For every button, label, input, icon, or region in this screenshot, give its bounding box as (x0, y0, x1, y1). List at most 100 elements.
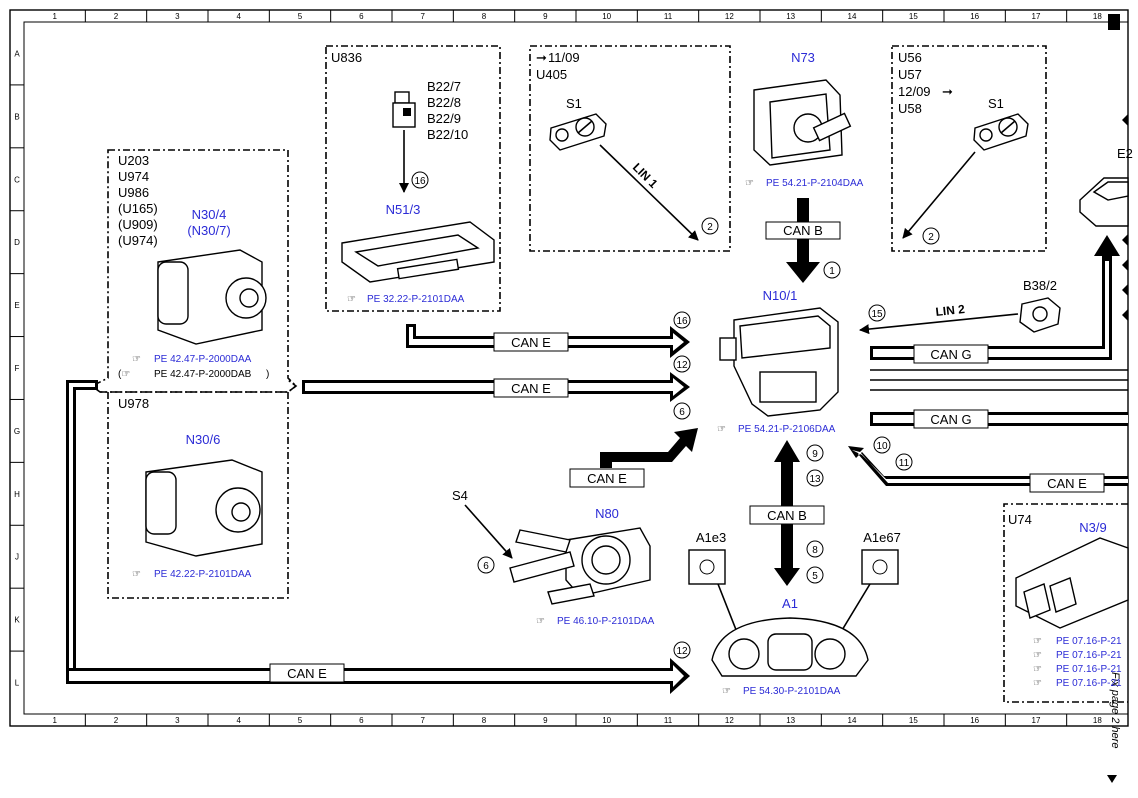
ref-n80: PE 46.10-P-2101DAA (557, 616, 655, 627)
connection-number: 6 (483, 561, 489, 572)
grid-labels: 1122334455667788991010111112121313141415… (14, 12, 1102, 725)
connection-number: 12 (676, 646, 688, 657)
grid-col-label: 4 (236, 716, 241, 725)
rain-light-sensor-icon (1019, 297, 1061, 333)
lamp-a1e67-icon (861, 549, 899, 585)
ref-n10-1: PE 54.21-P-2106DAA (738, 424, 836, 435)
connection-number: 15 (871, 309, 883, 320)
bus-can-e-bottom: CAN E 12 (66, 380, 691, 694)
ignition-lock-n73-icon (753, 79, 852, 166)
box-abs-label: U986 (118, 185, 149, 200)
connection-number: 2 (928, 232, 934, 243)
grid-col-label: 11 (664, 12, 673, 21)
box-u56-label: U58 (898, 101, 922, 116)
bus-can-e-lower: CAN E 6 (569, 402, 698, 488)
ref-icon: ☞ (722, 686, 731, 697)
bus-can-b-n73: CAN B (783, 223, 823, 238)
ref-n73: PE 54.21-P-2104DAA (766, 178, 864, 189)
grid-col-label: 10 (602, 716, 611, 725)
box-u56-label: U56 (898, 50, 922, 65)
grid-row-label: K (14, 616, 20, 625)
bus-can-e-mid: CAN E 12 (302, 355, 691, 402)
grid-col-label: 16 (970, 12, 979, 21)
grid-col-label: 8 (482, 716, 487, 725)
ignition-switch-icon (973, 113, 1029, 151)
a1-label: A1 (782, 596, 798, 611)
component-b38-2: B38/2 LIN 2 15 (859, 278, 1061, 335)
ref-abs-upper-alt: PE 42.47-P-2000DAB (154, 369, 252, 380)
grid-row-label: A (14, 49, 20, 58)
box-u836: U836 B22/7 B22/8 B22/9 B22/10 16 N51/3 ☞… (325, 45, 501, 312)
grid-col-label: 17 (1032, 716, 1041, 725)
grid-col-label: 4 (236, 12, 241, 21)
ref-icon: ☞ (717, 424, 726, 435)
connector-label: B22/10 (427, 127, 468, 142)
n80-label: N80 (595, 506, 619, 521)
side-note-arrow-icon (1107, 775, 1117, 783)
grid-col-label: 13 (786, 12, 795, 21)
ref-icon: ☞ (132, 354, 141, 365)
box-abs-upper: U203 U974 U986 (U165) (U909) (U974) N30/… (90, 149, 298, 393)
bus-can-e-right: CAN E 10 11 (848, 436, 1128, 493)
grid-col-label: 5 (298, 716, 303, 725)
ref-close-paren: ) (266, 369, 269, 380)
bus-can-g-label: CAN G (930, 347, 971, 362)
connection-number: 2 (707, 222, 713, 233)
connection-number: 16 (676, 316, 688, 327)
side-note: Fix page 2 here (1109, 672, 1121, 748)
grid-col-label: 7 (420, 12, 425, 21)
grid-col-label: 7 (420, 716, 425, 725)
ref-icon: ☞ (1033, 636, 1042, 647)
ref-u74: PE 07.16-P-21 (1056, 636, 1122, 647)
box-abs-lower-label: U978 (118, 396, 149, 411)
grid-col-label: 2 (114, 716, 119, 725)
b38-2-label: B38/2 (1023, 278, 1057, 293)
box-u836-label: U836 (331, 50, 362, 65)
steering-column-module-n80-icon (509, 527, 651, 605)
ref-a1: PE 54.30-P-2101DAA (743, 686, 841, 697)
grid-col-label: 16 (970, 716, 979, 725)
grid-col-label: 15 (909, 716, 918, 725)
grid-col-label: 13 (786, 716, 795, 725)
bus-can-b-cluster: CAN B 9 13 8 5 (749, 440, 825, 586)
control-unit-n51-3-icon (341, 221, 495, 283)
abs-unit-n30-4-icon (157, 249, 267, 345)
ref-u74: PE 07.16-P-21 (1056, 678, 1122, 689)
grid-col-label: 12 (725, 716, 734, 725)
sam-module-n10-1-icon (719, 307, 839, 417)
box-abs-label: (U909) (118, 217, 158, 232)
connection-number: 16 (414, 176, 426, 187)
grid-col-label: 18 (1093, 716, 1102, 725)
grid-col-label: 1 (52, 716, 57, 725)
grid-col-label: 17 (1032, 12, 1041, 21)
module-n3-9-label: N3/9 (1079, 520, 1106, 535)
ref-icon: ☞ (1033, 650, 1042, 661)
bus-can-e-label: CAN E (587, 471, 627, 486)
grid-col-label: 18 (1093, 12, 1102, 21)
lin-1-label: LIN 1 (630, 160, 661, 191)
grid-col-label: 9 (543, 716, 548, 725)
grid-col-label: 2 (114, 12, 119, 21)
connector-label: B22/8 (427, 95, 461, 110)
bus-can-e-label: CAN E (1047, 476, 1087, 491)
grid-col-label: 12 (725, 12, 734, 21)
box-u56-label: U57 (898, 67, 922, 82)
corner-icon (1108, 14, 1120, 30)
ref-icon: ☞ (1033, 664, 1042, 675)
bus-can-g-top: CAN G (870, 258, 1112, 364)
box-u56: U56 U57 12/09 ➞ U58 S1 2 (891, 45, 1047, 252)
box-abs-label: U203 (118, 153, 149, 168)
grid-ticks (10, 10, 1068, 726)
box-abs-label: (U165) (118, 201, 158, 216)
bus-can-e-label: CAN E (511, 381, 551, 396)
abs-unit-n30-6-icon (145, 459, 263, 557)
module-n30-4-label: N30/4 (192, 207, 227, 222)
date-arrow-icon: ➞ (942, 84, 953, 99)
ref-icon: ☞ (132, 569, 141, 580)
bus-can-e-top: CAN E 16 (406, 311, 691, 358)
grid-row-label: F (15, 364, 20, 373)
grid-row-label: B (14, 112, 19, 121)
grid-col-label: 10 (602, 12, 611, 21)
grid-col-label: 3 (175, 716, 180, 725)
